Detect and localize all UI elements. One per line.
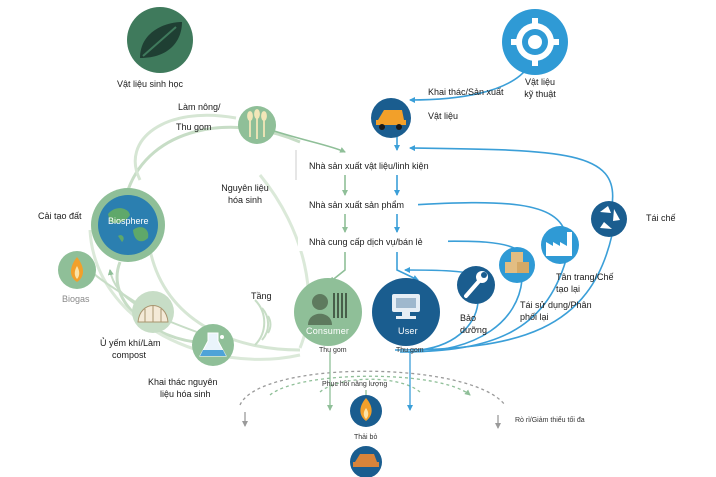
farming-label-2: Thu gom — [176, 122, 212, 132]
biogas-label: Biogas — [62, 294, 90, 304]
landfill-label: Thải bỏ — [354, 434, 378, 441]
consumer-icon — [308, 293, 347, 325]
anaerobic-label-1: Ủ yếm khí/Làm — [100, 338, 161, 348]
mining-label: Khai thác/Sản xuất — [428, 87, 504, 97]
reuse-label-1: Tái sử dụng/Phân — [520, 300, 592, 310]
compost-node — [132, 291, 174, 333]
cascade-arcs — [254, 299, 272, 346]
maintain-node — [457, 266, 495, 304]
chain-service-label: Nhà cung cấp dịch vụ/bán lẻ — [309, 237, 423, 247]
collect-left-label: Thu gom — [319, 347, 347, 354]
wrench-icon — [464, 271, 488, 298]
stage-box-service — [298, 233, 448, 251]
bio-materials-node — [127, 7, 193, 73]
energy-recovery-label: Phục hồi năng lượng — [322, 381, 388, 388]
recycle-node — [591, 201, 627, 237]
extract-biochem-label-2: liệu hóa sinh — [160, 389, 211, 399]
bio-feedstock-label-1: Nguyên liệu — [221, 183, 269, 193]
refurbish-label-2: tạo lại — [556, 284, 581, 294]
chain-parts-label: Nhà sản xuất vật liệu/linh kiện — [309, 161, 429, 171]
materials-label: Vật liệu — [428, 111, 459, 121]
fire-icon — [360, 398, 372, 421]
flame-icon — [70, 257, 84, 282]
bio-feedstock-label-2: hóa sinh — [227, 195, 263, 205]
cascade-label: Tầng — [251, 291, 272, 301]
user-label: User — [398, 326, 418, 336]
tech-materials-node — [502, 9, 568, 75]
user-node — [372, 278, 440, 346]
consumer-label: Consumer — [306, 326, 350, 336]
tech-materials-label-1: Vật liệu — [524, 77, 556, 87]
consumer-node — [294, 278, 362, 346]
tech-materials-label-2: kỹ thuật — [524, 89, 556, 99]
recycle-icon — [600, 206, 620, 229]
landfill-truck-icon — [353, 454, 379, 467]
refurbish-label-1: Tân trang/Chế — [556, 272, 614, 282]
collect-right-label: Thu gom — [396, 347, 424, 354]
refurbish-node — [541, 226, 579, 264]
energy-node — [350, 395, 382, 427]
maintain-label-1: Bảo — [460, 313, 477, 323]
extract-biochem-label-1: Khai thác nguyên — [148, 377, 218, 387]
farming-label-1: Làm nông/ — [178, 102, 221, 112]
stage-box-parts — [298, 157, 458, 175]
bio-materials-label: Vật liệu sinh học — [117, 79, 184, 89]
factory-icon — [546, 232, 572, 256]
biosphere-label: Biosphere — [108, 216, 149, 226]
user-icon — [392, 294, 420, 319]
recycle-label: Tái chế — [646, 213, 676, 223]
restoration-label: Cải tạo đất — [38, 211, 82, 221]
chain-product-label: Nhà sản xuất sản phẩm — [309, 200, 405, 210]
farming-node — [238, 106, 276, 144]
anaerobic-label-2: compost — [112, 350, 147, 360]
biochem-node — [192, 324, 234, 366]
dump-truck-icon — [376, 110, 406, 130]
leaf-icon — [140, 22, 182, 58]
reuse-label-2: phối lại — [520, 312, 549, 322]
technical-loops — [394, 24, 614, 353]
flask-icon — [199, 332, 227, 357]
landfill-node — [350, 446, 382, 477]
gear-icon — [511, 18, 559, 66]
boxes-icon — [505, 252, 529, 273]
stage-box-product — [298, 196, 418, 214]
reuse-node — [499, 247, 535, 283]
biosphere-node — [91, 188, 165, 262]
leakage-label: Rò rỉ/Giảm thiểu tối đa — [515, 417, 585, 424]
globe-icon — [108, 208, 149, 242]
mining-node — [371, 98, 411, 138]
compost-icon — [137, 305, 169, 323]
wheat-icon — [247, 109, 267, 139]
biogas-node — [58, 251, 96, 289]
maintain-label-2: dưỡng — [460, 325, 487, 335]
